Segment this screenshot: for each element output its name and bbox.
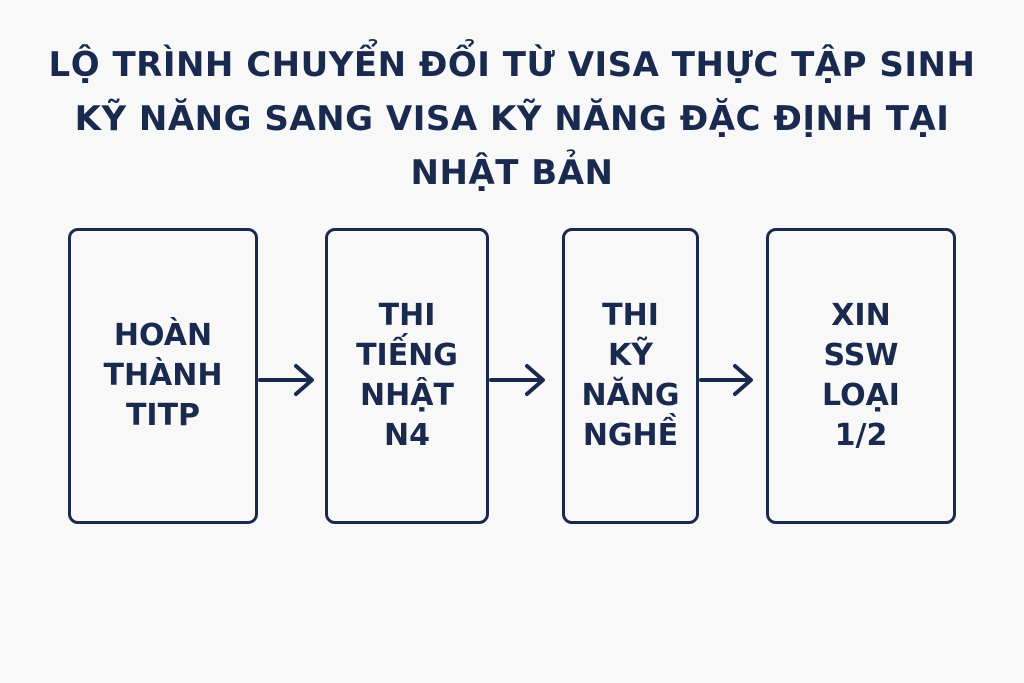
step-line: NGHỀ xyxy=(582,418,679,453)
step-line: TIẾNG xyxy=(356,338,458,373)
step-text: THI TIẾNG NHẬT N4 xyxy=(356,296,458,456)
step-text: HOÀN THÀNH TITP xyxy=(103,316,222,436)
step-line: NHẬT xyxy=(360,378,454,413)
step-line: THI xyxy=(602,298,659,333)
step-text: XIN SSW LOẠI 1/2 xyxy=(822,296,900,456)
step-line: THI xyxy=(378,298,436,333)
step-line: XIN xyxy=(831,298,891,333)
step-text: THI KỸ NĂNG NGHỀ xyxy=(581,296,679,456)
step-line: KỸ xyxy=(608,338,653,373)
arrow-right-icon xyxy=(258,360,318,400)
step-line: TITP xyxy=(125,398,201,433)
arrow-right-icon xyxy=(489,360,549,400)
title-line-3: NHẬT BẢN xyxy=(410,153,614,193)
title-line-1: LỘ TRÌNH CHUYỂN ĐỔI TỪ VISA THỰC TẬP SIN… xyxy=(48,45,976,85)
title-line-2: KỸ NĂNG SANG VISA KỸ NĂNG ĐẶC ĐỊNH TẠI xyxy=(74,99,950,139)
step-line: THÀNH xyxy=(103,358,223,393)
step-box-japanese-n4: THI TIẾNG NHẬT N4 xyxy=(325,228,489,524)
step-line: 1/2 xyxy=(834,418,888,453)
step-line: HOÀN xyxy=(113,318,213,353)
step-line: NĂNG xyxy=(581,378,680,413)
step-box-apply-ssw: XIN SSW LOẠI 1/2 xyxy=(766,228,956,524)
step-line: SSW xyxy=(823,338,899,373)
arrow-right-icon xyxy=(699,360,757,400)
step-line: N4 xyxy=(384,418,430,453)
step-box-complete-titp: HOÀN THÀNH TITP xyxy=(68,228,258,524)
step-box-skill-test: THI KỸ NĂNG NGHỀ xyxy=(562,228,699,524)
step-line: LOẠI xyxy=(822,378,900,413)
